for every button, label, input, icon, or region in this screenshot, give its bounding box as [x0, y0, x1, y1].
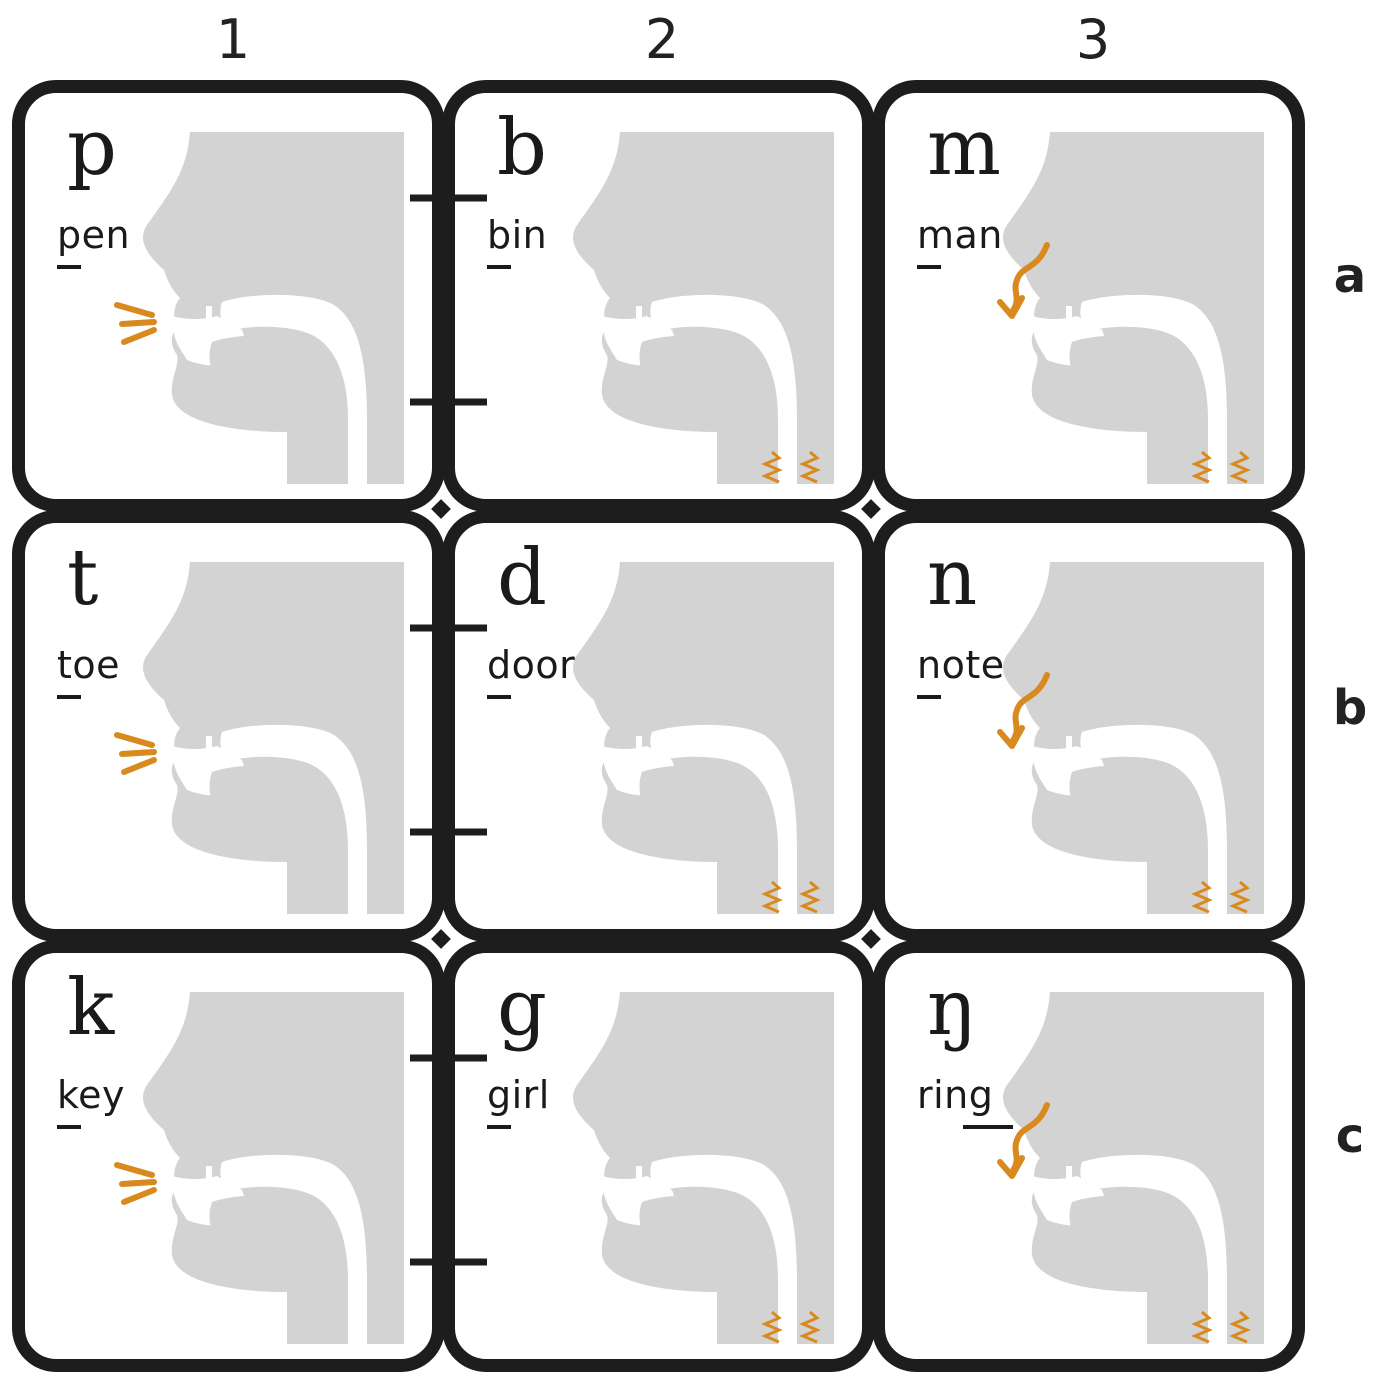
phoneme-cell-a1: p pen — [12, 80, 445, 512]
vocal-tract-cavity — [650, 294, 797, 484]
phoneme-symbol: n — [927, 533, 978, 623]
phoneme-symbol: p — [67, 103, 117, 193]
target-sound-underline — [963, 1125, 1013, 1129]
grid-junction-diamond — [861, 929, 881, 949]
column-label-3: 3 — [1075, 8, 1111, 71]
tongue — [1069, 1195, 1208, 1344]
phoneme-symbol: t — [67, 533, 99, 623]
teeth-gap — [206, 1166, 212, 1188]
voicing-vibration-icon — [1191, 450, 1251, 484]
example-word: girl — [487, 1073, 550, 1117]
vocal-tract-cavity — [650, 724, 797, 914]
vocal-tract-cavity — [220, 724, 367, 914]
phoneme-cell-b3: n note — [872, 510, 1305, 942]
teeth-gap — [206, 736, 212, 758]
tongue — [1069, 335, 1208, 484]
phoneme-symbol: ŋ — [927, 963, 978, 1053]
phoneme-symbol: m — [927, 103, 1001, 193]
target-sound-underline — [917, 265, 941, 269]
voicing-vibration-icon — [761, 1310, 821, 1344]
phoneme-cell-b1: t toe — [12, 510, 445, 942]
phoneme-cell-a2: b bin — [442, 80, 875, 512]
phoneme-symbol: k — [67, 963, 115, 1053]
tongue — [639, 1195, 778, 1344]
vocal-tract-cavity — [650, 1154, 797, 1344]
air-burst-icon — [114, 1162, 157, 1205]
grid-junction-diamond — [431, 499, 451, 519]
phoneme-cell-c2: g girl — [442, 940, 875, 1372]
teeth-gap — [636, 306, 642, 328]
column-label-1: 1 — [215, 8, 251, 71]
air-burst-icon — [114, 302, 157, 345]
tongue — [639, 765, 778, 914]
tongue — [1069, 765, 1208, 914]
tongue — [209, 335, 348, 484]
vocal-tract-illustration — [114, 992, 404, 1344]
voicing-vibration-icon — [1191, 1310, 1251, 1344]
nasal-airflow-arrow-icon — [997, 672, 1050, 749]
teeth-gap — [636, 736, 642, 758]
vocal-tract-illustration — [997, 562, 1264, 914]
teeth-gap — [636, 1166, 642, 1188]
example-word: toe — [57, 643, 121, 687]
example-word: pen — [57, 213, 131, 257]
vocal-tract-illustration — [997, 992, 1264, 1344]
teeth-gap — [1066, 736, 1072, 758]
vocal-tract-illustration — [114, 562, 404, 914]
tongue — [209, 1195, 348, 1344]
phoneme-cell-c3: ŋ ring — [872, 940, 1305, 1372]
teeth-gap — [1066, 306, 1072, 328]
row-label-a: a — [1333, 248, 1367, 304]
phoneme-symbol: d — [497, 533, 547, 623]
target-sound-underline — [57, 695, 81, 699]
row-label-c: c — [1335, 1108, 1365, 1164]
example-word: door — [487, 643, 576, 687]
vocal-tract-cavity — [220, 294, 367, 484]
row-label-b: b — [1332, 680, 1368, 736]
grid-junction-diamond — [431, 929, 451, 949]
grid-junction-diamond — [861, 499, 881, 519]
example-word: man — [917, 213, 1003, 257]
air-burst-icon — [114, 732, 157, 775]
column-label-2: 2 — [644, 8, 680, 71]
vocal-tract-cavity — [220, 1154, 367, 1344]
phoneme-cell-c1: k key — [12, 940, 445, 1372]
teeth-gap — [1066, 1166, 1072, 1188]
target-sound-underline — [487, 1125, 511, 1129]
vocal-tract-illustration — [114, 132, 404, 484]
vocal-tract-cavity — [1080, 1154, 1227, 1344]
target-sound-underline — [487, 265, 511, 269]
vocal-tract-illustration — [573, 562, 834, 914]
example-word: key — [57, 1073, 126, 1117]
target-sound-underline — [57, 265, 81, 269]
example-word: ring — [917, 1073, 994, 1117]
vocal-tract-cavity — [1080, 724, 1227, 914]
nasal-airflow-arrow-icon — [997, 242, 1050, 319]
vocal-tract-cavity — [1080, 294, 1227, 484]
tongue — [639, 335, 778, 484]
vocal-tract-illustration — [573, 132, 834, 484]
example-word: note — [917, 643, 1005, 687]
example-word: bin — [487, 213, 548, 257]
phoneme-cell-a3: m man — [872, 80, 1305, 512]
phoneme-symbol: g — [497, 963, 547, 1053]
target-sound-underline — [917, 695, 941, 699]
phoneme-symbol: b — [497, 103, 547, 193]
vocal-tract-illustration — [997, 132, 1264, 484]
phoneme-cell-b2: d door — [442, 510, 875, 942]
vocal-tract-illustration — [573, 992, 834, 1344]
nasal-airflow-arrow-icon — [997, 1102, 1050, 1179]
teeth-gap — [206, 306, 212, 328]
voicing-vibration-icon — [1191, 880, 1251, 914]
target-sound-underline — [57, 1125, 81, 1129]
tongue — [209, 765, 348, 914]
target-sound-underline — [487, 695, 511, 699]
voicing-vibration-icon — [761, 450, 821, 484]
voicing-vibration-icon — [761, 880, 821, 914]
